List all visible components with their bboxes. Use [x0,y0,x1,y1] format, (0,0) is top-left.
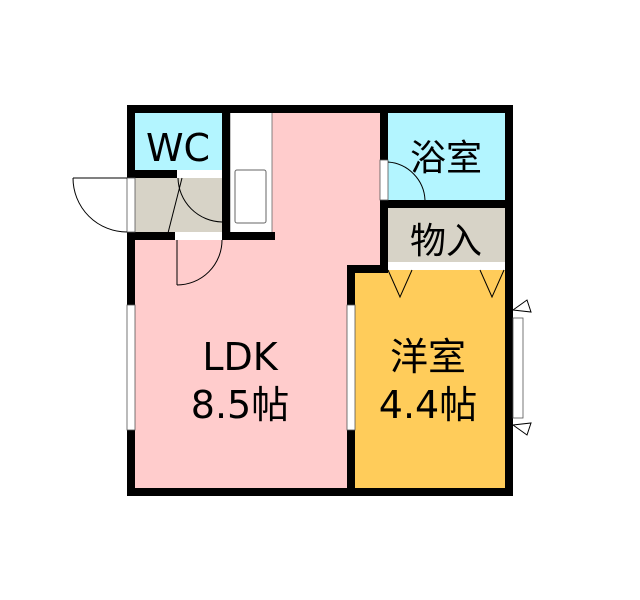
wc-label: WC [146,126,210,170]
wc-floor [131,109,226,174]
bath-floor [384,109,509,204]
openings [126,159,524,431]
ldk-size: 8.5帖 [191,383,289,427]
storage-floor [384,204,509,266]
western-size: 4.4帖 [379,383,477,427]
western-label: 洋室 [390,335,466,379]
doors [72,161,532,436]
western-floor [351,266,509,492]
ldk-label: LDK [202,335,278,379]
storage-label: 物入 [410,221,482,262]
closet-rail [388,262,505,270]
bath-label: 浴室 [410,138,482,179]
kitchen-sink [234,169,267,224]
